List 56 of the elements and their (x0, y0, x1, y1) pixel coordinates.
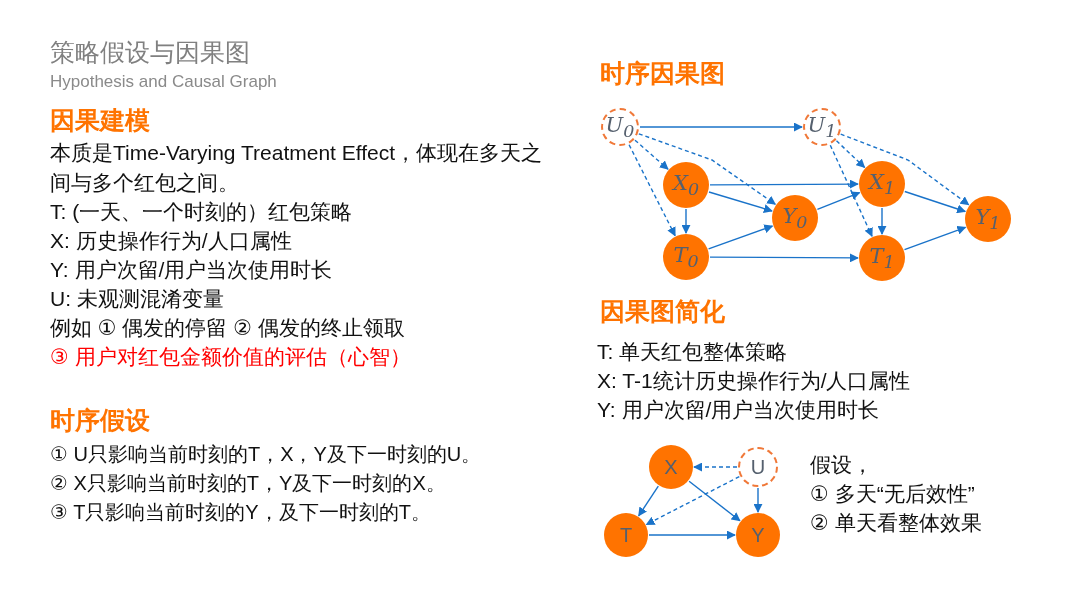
definition-text: Y: 用户次留/用户当次使用时长 (50, 257, 333, 283)
example-text: 例如 ① 偶发的停留 ② 偶发的终止领取 (50, 315, 405, 341)
arrow (904, 190, 967, 214)
arrow (648, 530, 736, 540)
dashed-arrow (634, 139, 669, 170)
dashed-arrow (693, 462, 738, 472)
circle-node: Y$_{0}$ (772, 195, 818, 241)
circle-node: Y (736, 513, 780, 557)
dashed-circle-node: U$_{0}$ (601, 108, 639, 146)
circle-node: X$_{1}$ (859, 161, 905, 207)
assumption-text: ① U只影响当前时刻的T，X，Y及下一时刻的U。 (50, 442, 482, 467)
assumption-text: 假设， (810, 452, 873, 478)
dashed-arrow (638, 133, 777, 205)
circle-node: T$_{0}$ (663, 234, 709, 280)
dashed-circle-node: U (738, 447, 778, 487)
arrow (877, 207, 887, 235)
dashed-arrow (628, 144, 676, 237)
arrow (816, 191, 861, 210)
section-heading: 时序因果图 (600, 58, 725, 89)
arrow (709, 179, 859, 189)
arrow (688, 480, 741, 522)
definition-text: X: T-1统计历史操作行为/人口属性 (597, 368, 911, 394)
assumption-text: ② X只影响当前时刻的T，Y及下一时刻的X。 (50, 471, 446, 496)
circle-node: X$_{0}$ (663, 162, 709, 208)
dashed-circle-node: U$_{1}$ (803, 108, 841, 146)
arrow (709, 253, 859, 263)
assumption-text: ③ T只影响当前时刻的Y，及下一时刻的T。 (50, 500, 431, 525)
circle-node: T (604, 513, 648, 557)
dashed-arrow (835, 140, 866, 169)
section-heading: 时序假设 (50, 405, 150, 436)
arrow (681, 208, 691, 234)
assumption-text: ② 单天看整体效果 (810, 510, 982, 536)
arrow (638, 485, 659, 517)
arrow (753, 487, 763, 513)
definition-text: T: (一天、一个时刻的）红包策略 (50, 199, 353, 225)
circle-node: Y$_{1}$ (965, 196, 1011, 242)
definition-text: T: 单天红包整体策略 (597, 339, 788, 365)
definition-text: X: 历史操作行为/人口属性 (50, 228, 292, 254)
highlight-text: ③ 用户对红包金额价值的评估（心智） (50, 344, 411, 370)
assumption-text: ① 多天“无后效性” (810, 481, 975, 507)
arrow (707, 224, 774, 250)
circle-node: T$_{1}$ (859, 235, 905, 281)
circle-node: X (649, 445, 693, 489)
arrow (639, 122, 803, 132)
dashed-arrow (829, 144, 873, 237)
definition-text: Y: 用户次留/用户当次使用时长 (597, 397, 880, 423)
dashed-arrow (840, 133, 970, 206)
paragraph: 本质是Time-Varying Treatment Effect，体现在多天之间与多个红包之间。 (50, 140, 544, 196)
slide-subtitle: Hypothesis and Causal Graph (50, 72, 277, 92)
arrow (903, 225, 967, 251)
definition-text: U: 未观测混淆变量 (50, 286, 224, 312)
section-heading: 因果图简化 (600, 296, 725, 327)
slide-title: 策略假设与因果图 (50, 37, 250, 68)
section-heading: 因果建模 (50, 105, 150, 136)
dashed-arrow (645, 475, 740, 526)
arrow (708, 191, 773, 213)
